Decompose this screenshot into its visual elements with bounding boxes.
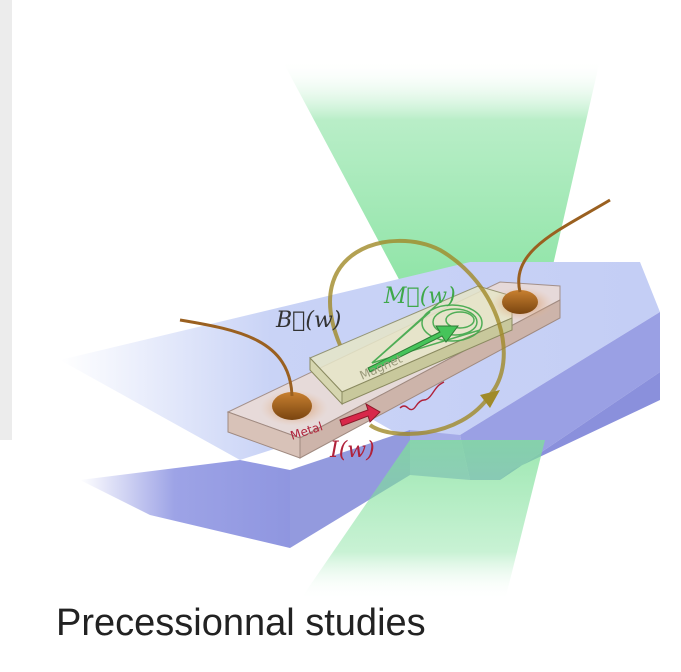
- substrate-front-left: [80, 460, 290, 548]
- bond-wire-right: [517, 198, 611, 293]
- slide-caption: Precessionnal studies: [56, 602, 426, 644]
- laser-beam-bottom: [300, 440, 545, 600]
- substrate-front-gap: [290, 430, 410, 548]
- current-label: I(w): [329, 438, 375, 463]
- substrate-right-block: [460, 312, 660, 480]
- field-loop-arrowhead: [480, 390, 500, 408]
- contact-pad-right: [502, 290, 538, 314]
- field-label: B⃗(w): [275, 308, 341, 333]
- magnetization-arrow: [367, 325, 459, 373]
- contact-pad-left: [272, 392, 312, 420]
- left-panel: [0, 0, 12, 440]
- bond-wire-left: [179, 318, 294, 397]
- laser-beam-top: [282, 60, 600, 300]
- magnet-side: [341, 317, 513, 405]
- magnetization-label: M⃗(w): [383, 284, 456, 309]
- current-wave: [399, 381, 445, 411]
- current-arrow: [339, 402, 381, 427]
